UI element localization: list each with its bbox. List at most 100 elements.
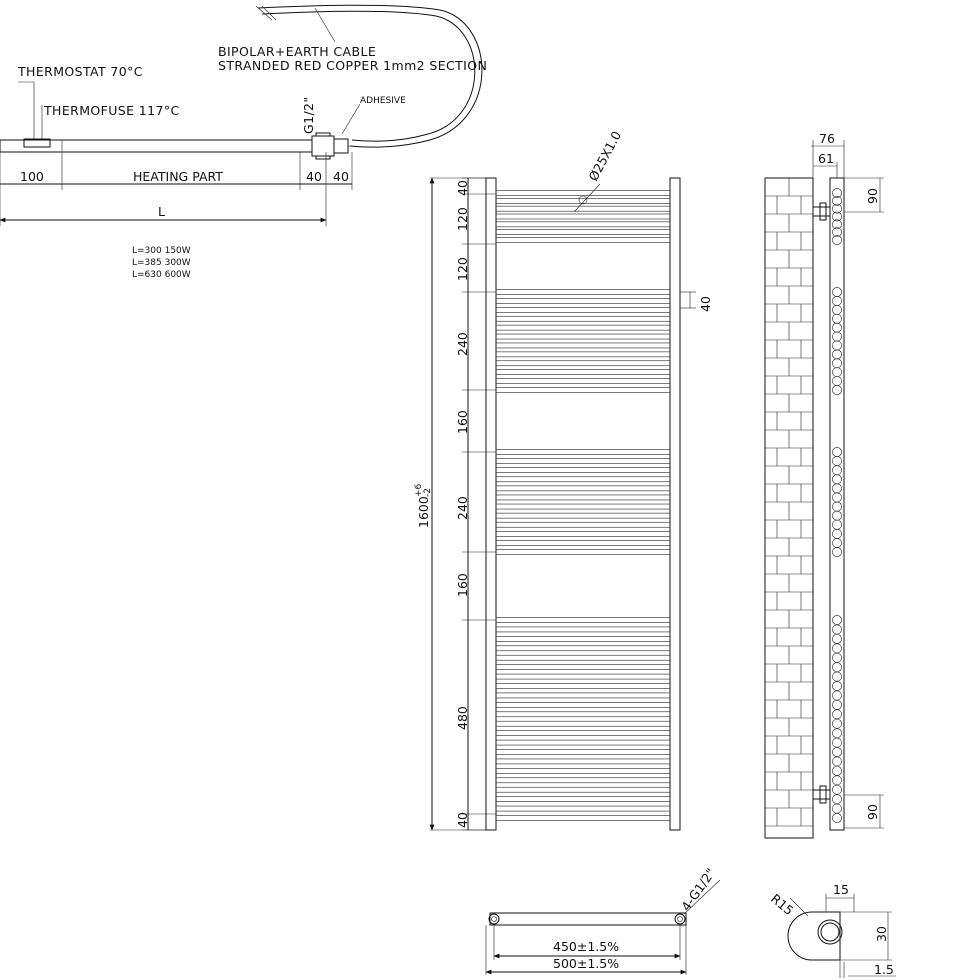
power-row-1: L=300 150W: [132, 246, 191, 256]
rail-end-circle: [832, 349, 842, 360]
power-row-2: L=385 300W: [132, 258, 191, 268]
dim-L: L: [158, 204, 165, 219]
rail-end-circle: [832, 465, 842, 476]
towel-rail: [495, 702, 671, 708]
towel-rail: [495, 342, 671, 349]
rail-end-circle: [832, 615, 842, 625]
seg-dim-1: 40: [455, 180, 470, 196]
rail-end-circle: [832, 304, 842, 315]
rail-end-circle: [832, 313, 842, 324]
rail-end-circle: [832, 227, 842, 238]
rail-end-circle: [832, 367, 842, 378]
towel-rail: [495, 673, 671, 680]
seg-dim-6: 240: [455, 496, 470, 520]
connections-label: 4-G1/2": [678, 865, 718, 913]
rail-end-circle: [832, 296, 842, 306]
towel-rail: [495, 786, 671, 793]
towel-rail: [495, 521, 671, 528]
rail-end-circle: [832, 728, 842, 739]
towel-rail: [495, 531, 671, 537]
side-dim-90-bottom: 90: [865, 804, 880, 820]
towel-rail: [495, 626, 671, 633]
rail-end-circle: [832, 681, 842, 691]
side-dim-76: 76: [819, 131, 835, 146]
towel-rail: [495, 221, 671, 228]
towel-rail: [495, 617, 671, 623]
dim-100: 100: [20, 169, 44, 184]
towel-rail: [495, 467, 671, 473]
rail-end-circle: [832, 624, 842, 635]
towel-rail: [495, 749, 671, 755]
towel-rail: [495, 378, 671, 384]
rail-end-circle: [832, 287, 842, 297]
rail-end-circle: [832, 203, 842, 214]
detail-dim-15: 15: [833, 882, 849, 897]
rail-end-circle: [832, 699, 842, 710]
rail-end-circle: [832, 474, 842, 485]
rail-end-circle: [832, 447, 842, 457]
radius-label: R15: [768, 891, 796, 918]
rail-end-circle: [832, 376, 842, 386]
width-dim: 500±1.5%: [553, 956, 619, 971]
towel-rail: [495, 351, 671, 358]
dim-40-a: 40: [306, 169, 322, 184]
rail-end-circle: [832, 456, 842, 466]
towel-rail: [495, 198, 671, 204]
seg-dim-7: 160: [455, 573, 470, 597]
rail-end-circle: [832, 322, 842, 333]
seg-dim-8: 480: [455, 706, 470, 730]
rail-end-circle: [832, 340, 842, 351]
adhesive-label: ADHESIVE: [360, 96, 406, 106]
rail-end-circle: [832, 519, 842, 530]
seg-dim-5: 160: [455, 410, 470, 434]
seg-dim-4: 240: [455, 332, 470, 356]
towel-rail: [495, 289, 671, 295]
seg-dim-9: 40: [455, 812, 470, 828]
rail-end-circle: [832, 385, 842, 395]
left-upright: [485, 177, 497, 831]
rail-end-circle: [832, 510, 842, 521]
towel-rail: [495, 387, 671, 393]
bottom-bar: [489, 912, 687, 926]
rail-end-circle: [832, 219, 842, 230]
rail-end-circle: [832, 188, 842, 198]
towel-rail: [495, 796, 671, 802]
towel-rail: [495, 315, 671, 322]
brick-pattern: [765, 178, 813, 827]
dim-heating-part: HEATING PART: [133, 169, 223, 184]
seg-dim-3: 120: [455, 257, 470, 281]
rail-end-circle: [832, 813, 842, 823]
rail-end-circle: [832, 195, 842, 206]
rail-end-circle: [832, 358, 842, 369]
element-nut: [311, 135, 335, 157]
rail-end-circle: [832, 538, 842, 548]
rail-end-circle: [832, 501, 842, 512]
towel-rail: [495, 333, 671, 340]
rail-end-circle: [832, 794, 842, 805]
towel-rail: [495, 458, 671, 464]
rail-end-circle: [832, 784, 842, 795]
side-dim-90-top: 90: [865, 188, 880, 204]
towel-rail: [495, 324, 671, 331]
tolerance-minus: -2: [423, 488, 433, 497]
segment-ticks: [462, 177, 496, 831]
profile-outline: [787, 911, 841, 961]
towel-rail: [495, 777, 671, 784]
rail-end-circle: [832, 662, 842, 673]
tube-diameter-label: Ø25X1.0: [585, 128, 624, 183]
rail-end-circle: [832, 765, 842, 776]
towel-rail: [495, 758, 671, 765]
seg-dim-2: 120: [455, 207, 470, 231]
rail-end-circle: [832, 652, 842, 663]
rail-end-circle: [832, 235, 842, 245]
detail-dim-1-5: 1.5: [874, 962, 894, 977]
towel-rail: [495, 512, 671, 519]
thermofuse-label: THERMOFUSE 117°C: [43, 103, 180, 118]
towel-rail: [495, 540, 671, 546]
rail-end-circle: [832, 528, 842, 539]
towel-rail: [495, 369, 671, 375]
dim-40-b: 40: [333, 169, 349, 184]
rail-end-circle: [832, 643, 842, 654]
towel-rail: [495, 307, 671, 313]
